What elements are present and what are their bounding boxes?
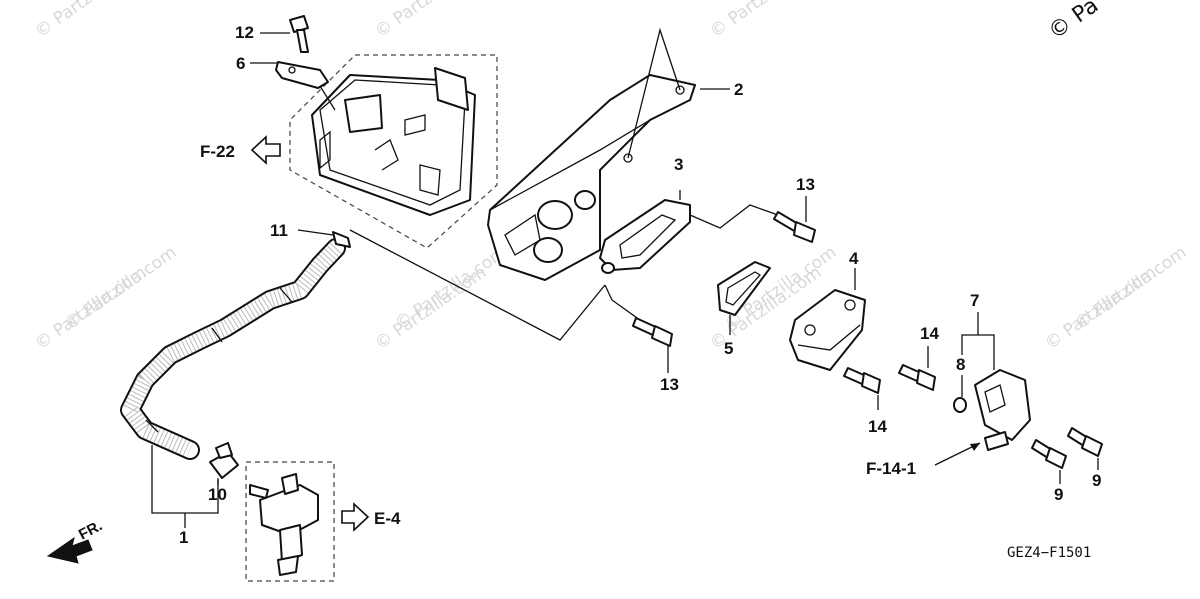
solenoid-valve — [249, 473, 319, 576]
clamp-10 — [209, 442, 239, 479]
watermark: © Partzilla.com — [31, 0, 150, 42]
callout-14-left: 14 — [868, 417, 887, 436]
arrow-left-icon — [250, 135, 281, 165]
frame-bracket — [311, 67, 476, 216]
watermark: © Partzilla.com — [706, 0, 825, 42]
ref-f22: F-22 — [200, 142, 235, 161]
valve-body-4 — [789, 289, 866, 371]
callout-1: 1 — [179, 528, 188, 547]
sensor-7 — [974, 369, 1031, 451]
watermark: © Partzilla.com — [61, 242, 180, 334]
bolt-12 — [289, 15, 309, 53]
o-ring-8 — [953, 397, 967, 413]
leader-7 — [961, 334, 995, 370]
gasket-5 — [717, 261, 771, 316]
callout-9-left: 9 — [1054, 485, 1063, 504]
bolt-14-left — [843, 367, 881, 394]
bolt-13-upper — [773, 211, 816, 243]
bolt-9-left — [1031, 439, 1067, 469]
leader-12-6 — [319, 85, 336, 111]
valve-plate-3 — [599, 199, 691, 274]
bolt-14-right — [898, 364, 936, 391]
watermark: © Partzilla.com — [371, 0, 490, 42]
leader-11 — [297, 229, 334, 236]
bolt-13-lower — [632, 317, 673, 347]
ref-e4: E-4 — [374, 509, 401, 528]
watermark: © Partzilla.com — [1071, 242, 1190, 334]
callout-14-right: 14 — [920, 324, 939, 343]
callout-13-upper: 13 — [796, 175, 815, 194]
callout-11: 11 — [270, 221, 288, 240]
leader-3 — [679, 190, 779, 229]
clamp-6 — [275, 61, 329, 89]
callout-5: 5 — [724, 339, 733, 358]
callout-10: 10 — [208, 485, 227, 504]
callout-3: 3 — [674, 155, 683, 174]
bracket-plate-2 — [487, 74, 696, 281]
callout-4: 4 — [849, 249, 859, 268]
leader-assembly — [349, 229, 641, 341]
sub-assembly-outline-bottom — [245, 461, 335, 582]
bolt-9-right — [1067, 427, 1103, 457]
front-arrow-icon — [46, 536, 93, 564]
callout-12: 12 — [235, 23, 254, 42]
callout-9-right: 9 — [1092, 471, 1101, 490]
callout-7: 7 — [970, 291, 979, 310]
watermark-layer: © Partzilla.com © Partzilla.com © Partzi… — [31, 0, 1190, 354]
arrow-right-icon — [341, 502, 370, 532]
leader-2 — [627, 27, 730, 159]
diagram-code: GEZ4−F1501 — [1007, 545, 1091, 561]
callout-2: 2 — [734, 80, 743, 99]
clip-11 — [332, 231, 351, 248]
leader-f141-head — [970, 443, 980, 451]
ref-f141: F-14-1 — [866, 459, 916, 478]
hose-1 — [120, 238, 346, 460]
callout-6: 6 — [236, 54, 245, 73]
callout-13-lower: 13 — [660, 375, 679, 394]
watermark: © Partzilla.com — [391, 242, 510, 334]
leader-14 — [877, 346, 929, 410]
callout-8: 8 — [956, 355, 965, 374]
front-label: FR. — [76, 517, 105, 543]
corner-watermark: © Pa — [1044, 0, 1103, 45]
